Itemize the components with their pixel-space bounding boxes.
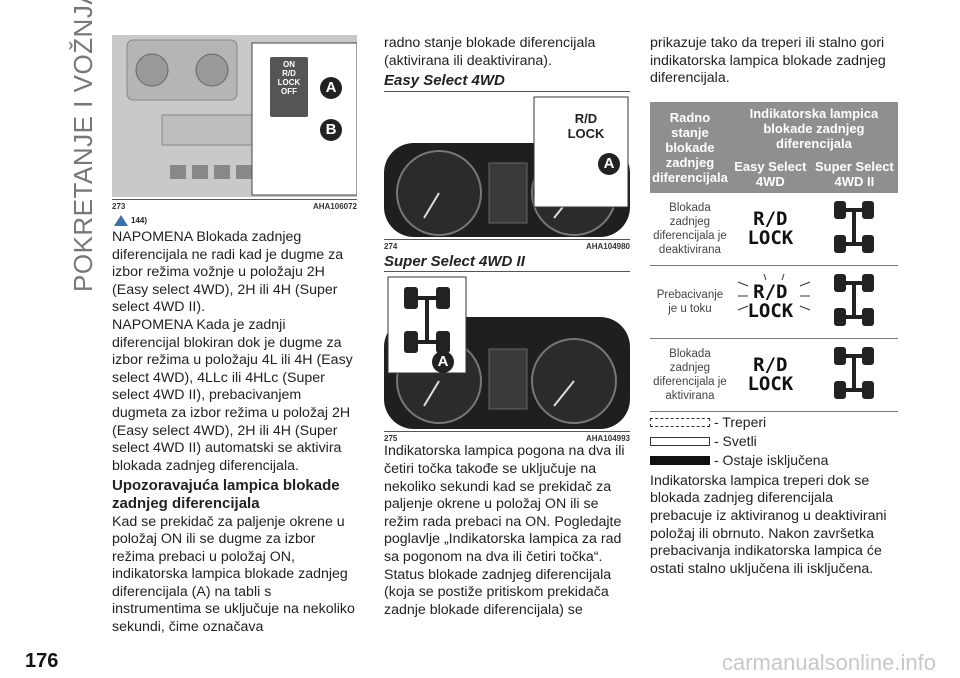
switch-label: ON R/D LOCK OFF bbox=[277, 60, 301, 96]
note-1: NAPOMENA Blokada zadnjeg diferencijala n… bbox=[112, 229, 344, 316]
table-row: Blokada zadnjeg diferencijala je deaktiv… bbox=[650, 192, 898, 266]
marker-a: A bbox=[320, 77, 342, 99]
lit-swatch-icon bbox=[650, 436, 710, 446]
drivetrain-icon bbox=[810, 265, 898, 339]
flashing-swatch-icon bbox=[650, 417, 710, 427]
header-super-select: Super Select 4WD II bbox=[810, 154, 898, 193]
drivetrain-icon bbox=[404, 287, 450, 354]
column-3: prikazuje tako da treperi ili stalno gor… bbox=[650, 35, 898, 578]
figure-275: A bbox=[384, 273, 630, 430]
drivetrain-icon bbox=[810, 338, 898, 412]
figure-274: R/D LOCK A bbox=[384, 92, 630, 237]
warning-reference: 144) bbox=[114, 215, 357, 226]
warning-triangle-icon bbox=[114, 215, 128, 226]
off-swatch-icon bbox=[650, 455, 710, 465]
header-easy-select: Easy Select 4WD bbox=[729, 154, 811, 193]
watermark: carmanualsonline.info bbox=[721, 650, 936, 675]
marker-a: A bbox=[598, 152, 620, 175]
body-text: Indikatorska lampica pogona na dva ili č… bbox=[384, 443, 625, 618]
legend-flashing: - Treperi bbox=[650, 414, 898, 431]
inset-rd-lock-label: R/D LOCK bbox=[567, 110, 605, 141]
heading-easy-select: Easy Select 4WD bbox=[384, 72, 630, 92]
instrument-cluster-illustration bbox=[384, 276, 630, 430]
marker-b: B bbox=[320, 119, 342, 141]
figure-273: ON R/D LOCK OFF A B bbox=[112, 35, 357, 197]
section-heading: Upozoravajuća lampica blokade zadnjeg di… bbox=[112, 477, 340, 512]
body-text-continued: radno stanje blokade diferencijala (akti… bbox=[384, 35, 596, 69]
indicator-table: Radno stanje blokade zadnjeg diferencija… bbox=[650, 101, 898, 412]
body-text-continued: prikazuje tako da treperi ili stalno gor… bbox=[650, 35, 886, 87]
heading-super-select: Super Select 4WD II bbox=[384, 253, 630, 273]
drivetrain-icon bbox=[810, 192, 898, 266]
legend-lit: - Svetli bbox=[650, 433, 898, 450]
marker-a: A bbox=[432, 351, 454, 374]
dashboard-switch-illustration bbox=[112, 35, 357, 197]
instrument-cluster-illustration bbox=[384, 96, 630, 237]
body-text: Indikatorska lampica treperi dok se blok… bbox=[650, 472, 887, 577]
page-number: 176 bbox=[25, 650, 59, 672]
body-text: Kad se prekidač za paljenje okrene u pol… bbox=[112, 513, 355, 636]
header-lamp: Indikatorska lampica blokade zadnjeg dif… bbox=[729, 101, 898, 155]
header-state: Radno stanje blokade zadnjeg diferencija… bbox=[650, 101, 730, 193]
column-2: radno stanje blokade diferencijala (akti… bbox=[384, 35, 630, 619]
table-row: Blokada zadnjeg diferencijala je aktivir… bbox=[650, 338, 898, 412]
note-2: NAPOMENA Kada je zadnji diferencijal blo… bbox=[112, 316, 353, 474]
side-chapter-title: POKRETANJE I VOŽNJA bbox=[68, 0, 98, 292]
legend-off: - Ostaje isključena bbox=[650, 452, 898, 469]
